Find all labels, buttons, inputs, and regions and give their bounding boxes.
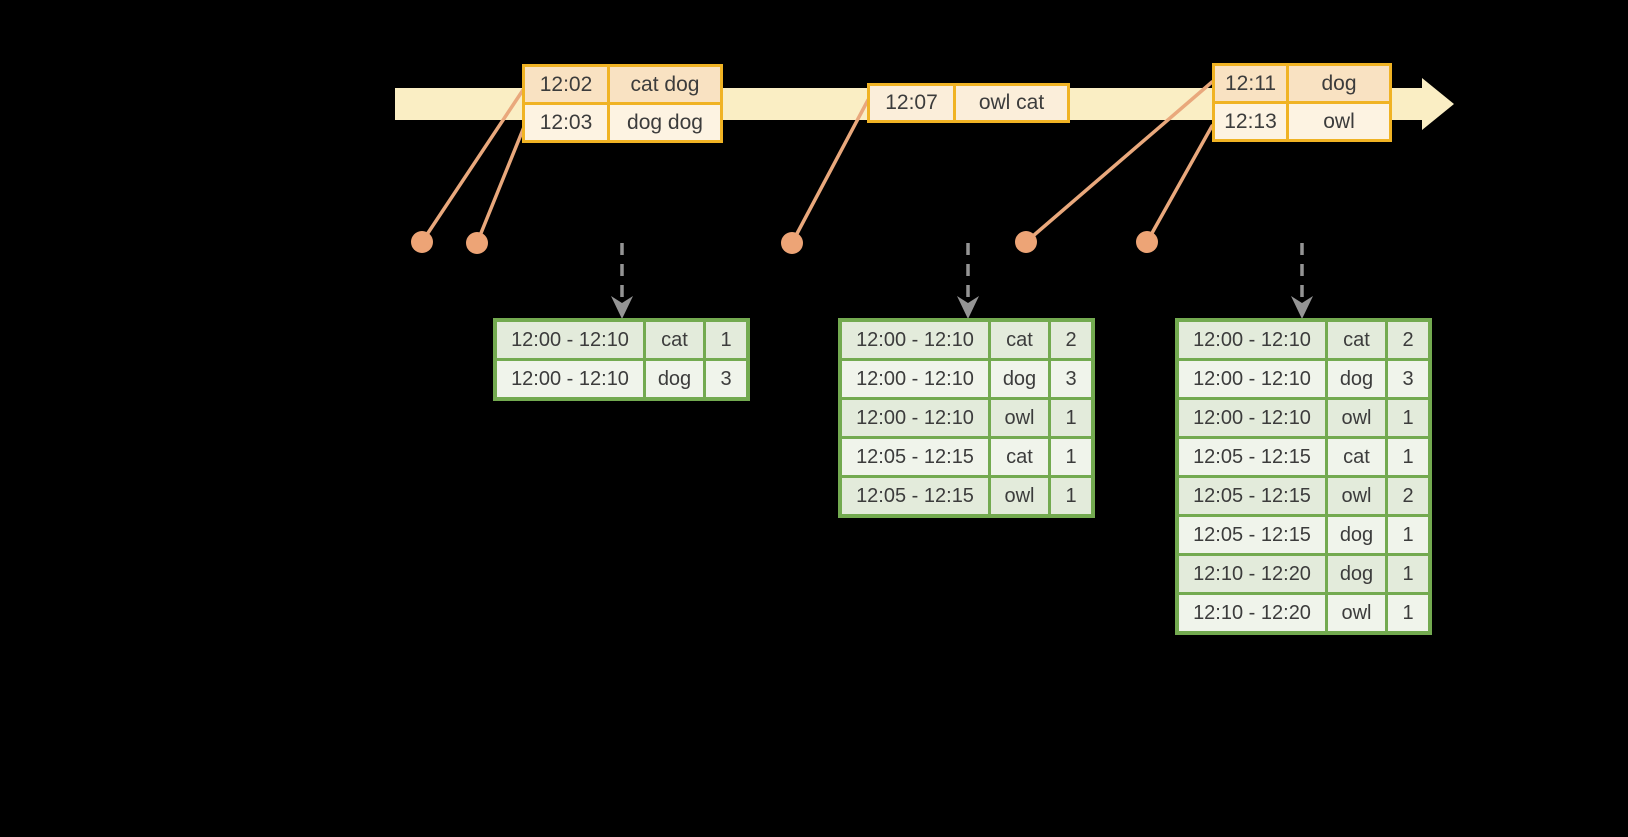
window-cell: 12:00 - 12:10 — [842, 400, 988, 436]
window-cell: 12:05 - 12:15 — [842, 439, 988, 475]
word-cell: cat — [646, 322, 703, 358]
count-cell: 1 — [1388, 400, 1428, 436]
word-cell: dog — [646, 361, 703, 397]
event-connector-line — [790, 98, 870, 245]
window-cell: 12:00 - 12:10 — [842, 361, 988, 397]
window-cell: 12:10 - 12:20 — [1179, 556, 1325, 592]
trigger-arrow — [611, 243, 633, 319]
word-cell: cat — [1328, 322, 1385, 358]
window-cell: 12:05 - 12:15 — [1179, 478, 1325, 514]
event-dot — [1015, 231, 1037, 253]
word-cell: owl — [1328, 478, 1385, 514]
count-cell: 3 — [1051, 361, 1091, 397]
event-connector-line — [1024, 80, 1214, 244]
word-cell: owl — [1328, 595, 1385, 631]
word-cell: owl — [991, 478, 1048, 514]
window-cell: 12:05 - 12:15 — [1179, 517, 1325, 553]
window-cell: 12:05 - 12:15 — [842, 478, 988, 514]
word-cell: cat — [991, 322, 1048, 358]
count-cell: 3 — [706, 361, 746, 397]
trigger-arrow — [957, 243, 979, 319]
word-cell: cat — [991, 439, 1048, 475]
word-cell: dog — [1328, 517, 1385, 553]
event-words-cell: owl cat — [956, 86, 1067, 120]
count-cell: 2 — [1388, 322, 1428, 358]
window-cell: 12:00 - 12:10 — [1179, 322, 1325, 358]
window-cell: 12:10 - 12:20 — [1179, 595, 1325, 631]
count-cell: 1 — [1051, 400, 1091, 436]
event-connector-line — [475, 125, 526, 245]
event-time-cell: 12:11 — [1215, 66, 1286, 101]
event-time-cell: 12:03 — [525, 105, 607, 140]
event-words-cell: owl — [1289, 104, 1389, 139]
event-time-cell: 12:13 — [1215, 104, 1286, 139]
event-words-cell: dog — [1289, 66, 1389, 101]
event-time-cell: 12:02 — [525, 67, 607, 102]
event-words-cell: cat dog — [610, 67, 720, 102]
window-cell: 12:00 - 12:10 — [497, 322, 643, 358]
event-dot — [1136, 231, 1158, 253]
event-dot — [466, 232, 488, 254]
window-cell: 12:00 - 12:10 — [842, 322, 988, 358]
event-time-cell: 12:07 — [870, 86, 953, 120]
word-cell: dog — [991, 361, 1048, 397]
word-cell: dog — [1328, 556, 1385, 592]
event-words-cell: dog dog — [610, 105, 720, 140]
word-cell: owl — [1328, 400, 1385, 436]
count-cell: 1 — [1051, 478, 1091, 514]
event-connector-line — [1145, 124, 1214, 244]
count-cell: 2 — [1388, 478, 1428, 514]
count-cell: 1 — [1388, 517, 1428, 553]
word-cell: owl — [991, 400, 1048, 436]
event-dot — [411, 231, 433, 253]
event-connector-line — [420, 88, 525, 244]
word-cell: dog — [1328, 361, 1385, 397]
timeline-arrowhead — [1422, 78, 1454, 130]
window-cell: 12:00 - 12:10 — [1179, 361, 1325, 397]
trigger-arrow — [1291, 243, 1313, 319]
count-cell: 1 — [706, 322, 746, 358]
count-cell: 1 — [1388, 439, 1428, 475]
word-cell: cat — [1328, 439, 1385, 475]
window-cell: 12:05 - 12:15 — [1179, 439, 1325, 475]
count-cell: 1 — [1051, 439, 1091, 475]
event-dot — [781, 232, 803, 254]
count-cell: 1 — [1388, 595, 1428, 631]
window-cell: 12:00 - 12:10 — [1179, 400, 1325, 436]
count-cell: 2 — [1051, 322, 1091, 358]
window-cell: 12:00 - 12:10 — [497, 361, 643, 397]
count-cell: 1 — [1388, 556, 1428, 592]
count-cell: 3 — [1388, 361, 1428, 397]
